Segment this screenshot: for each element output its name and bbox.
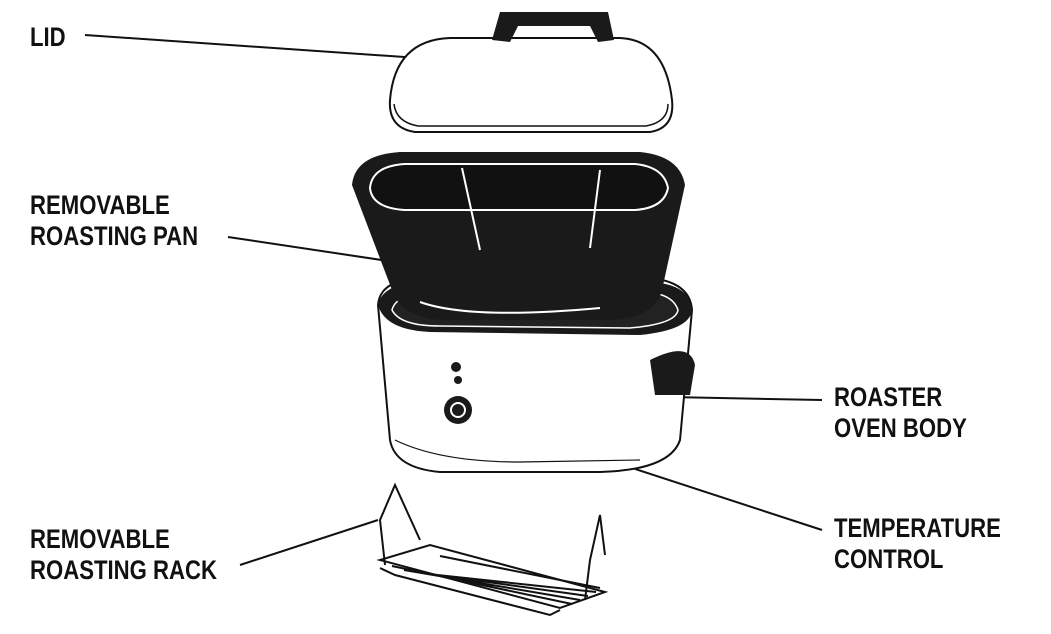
roasting-rack-label: REMOVABLE ROASTING RACK bbox=[30, 524, 217, 586]
temperature-control-label: TEMPERATURE CONTROL bbox=[834, 513, 1001, 575]
roasting-pan-illustration bbox=[352, 152, 685, 320]
lid-leader-line bbox=[84, 34, 449, 61]
rack-leader-line bbox=[239, 519, 379, 566]
roasting-pan-label: REMOVABLE ROASTING PAN bbox=[30, 190, 198, 252]
roasting-rack-label-line1: REMOVABLE bbox=[30, 524, 170, 554]
lid-illustration bbox=[388, 12, 674, 133]
temperature-control-label-line2: CONTROL bbox=[834, 544, 944, 574]
oven-body-label: ROASTER OVEN BODY bbox=[834, 382, 967, 444]
roasting-rack-label-line2: ROASTING RACK bbox=[30, 555, 217, 585]
oven-body-label-line2: OVEN BODY bbox=[834, 413, 967, 443]
temperature-control-label-line1: TEMPERATURE bbox=[834, 513, 1001, 543]
oven-body-label-line1: ROASTER bbox=[834, 382, 943, 412]
roasting-rack-illustration bbox=[376, 482, 609, 617]
lid-label: LID bbox=[30, 22, 66, 52]
roasting-pan-label-line1: REMOVABLE bbox=[30, 190, 170, 220]
roasting-pan-label-line2: ROASTING PAN bbox=[30, 221, 199, 251]
body-leader-line bbox=[669, 396, 823, 401]
